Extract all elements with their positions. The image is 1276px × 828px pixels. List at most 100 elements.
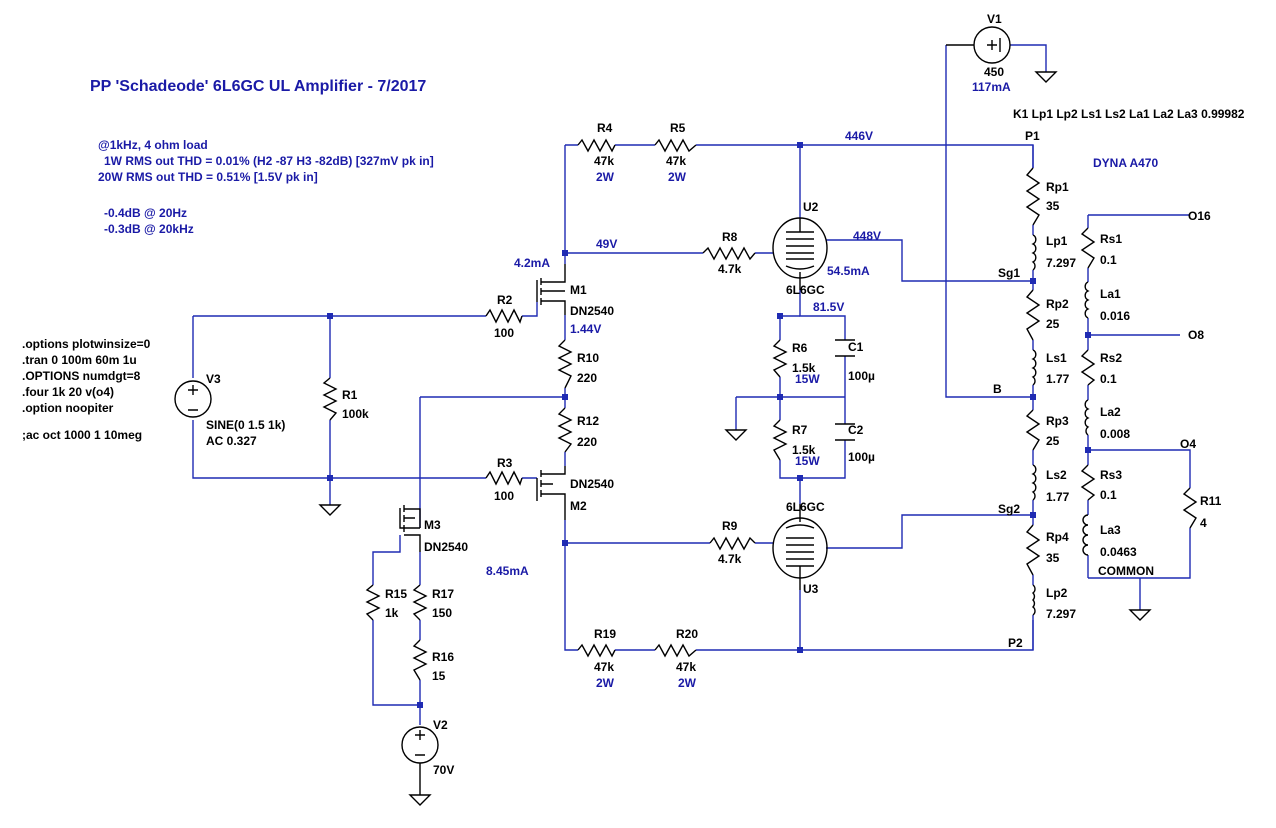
m2-model: DN2540 (570, 477, 615, 491)
v3-label: V3 (206, 372, 221, 386)
v3-ac: AC 0.327 (206, 434, 257, 448)
ls1-value: 1.77 (1046, 372, 1070, 386)
tubes (772, 217, 828, 590)
v1-value: 450 (984, 65, 1005, 79)
rp3-value: 25 (1046, 434, 1060, 448)
la3-symbol (1082, 514, 1089, 556)
r8-label: R8 (722, 230, 738, 244)
voltage-sources (174, 26, 1011, 795)
r2-value: 100 (494, 326, 515, 340)
net-label-sg1: Sg1 (998, 266, 1021, 280)
m2-current: 8.45mA (486, 564, 529, 578)
r6-symbol (772, 339, 788, 378)
m1-model: DN2540 (570, 304, 615, 318)
r7-value: 1.5k (792, 443, 816, 457)
r15-value: 1k (385, 606, 399, 620)
la3-value: 0.0463 (1100, 545, 1137, 559)
rp3-label: Rp3 (1046, 414, 1069, 428)
r9-value: 4.7k (718, 552, 742, 566)
r5-label: R5 (670, 121, 686, 135)
c1-symbol (835, 339, 855, 357)
rp3-symbol (1025, 409, 1041, 451)
junctions (327, 142, 1091, 708)
rs1-symbol (1080, 227, 1096, 269)
coupling-directive: K1 Lp1 Lp2 Ls1 Ls2 La1 La2 La3 0.99982 (1013, 107, 1245, 121)
grounds (318, 71, 1152, 806)
node-voltage: 1.44V (570, 322, 602, 336)
m3-label: M3 (424, 518, 441, 532)
lp1-symbol (1031, 234, 1037, 271)
rs1-label: Rs1 (1100, 232, 1123, 246)
spice-directive: .tran 0 100m 60m 1u (22, 353, 137, 367)
m1-symbol (536, 264, 566, 315)
r11-label: R11 (1200, 494, 1222, 508)
inductors (1031, 234, 1090, 616)
r19-symbol (577, 643, 616, 658)
note-line: -0.4dB @ 20Hz (104, 206, 188, 220)
ls2-symbol (1031, 464, 1037, 501)
r15-symbol (365, 584, 381, 621)
v3-value: SINE(0 1.5 1k) (206, 418, 286, 432)
r6-power: 15W (795, 372, 820, 386)
r5-symbol (654, 138, 697, 153)
rs2-symbol (1080, 349, 1096, 386)
v2-value: 70V (433, 763, 455, 777)
transformer-label: DYNA A470 (1093, 156, 1159, 170)
vertical-resistors (322, 167, 1198, 681)
v2-label: V2 (433, 718, 448, 732)
net-label-o4: O4 (1180, 437, 1197, 451)
lp2-value: 7.297 (1046, 607, 1077, 621)
r4-label: R4 (597, 121, 613, 135)
m3-symbol (399, 505, 421, 552)
spice-directive: .four 1k 20 v(o4) (22, 385, 115, 399)
la1-value: 0.016 (1100, 309, 1131, 323)
rs3-value: 0.1 (1100, 488, 1117, 502)
r9-label: R9 (722, 519, 738, 533)
note-line: 20W RMS out THD = 0.51% [1.5V pk in] (98, 170, 318, 184)
m1-label: M1 (570, 283, 587, 297)
net-label-p1: P1 (1025, 129, 1040, 143)
node-voltage: 81.5V (813, 300, 845, 314)
r17-label: R17 (432, 587, 455, 601)
rp4-symbol (1025, 524, 1041, 576)
r4-value: 47k (594, 154, 615, 168)
r12-symbol (557, 407, 573, 453)
r10-symbol (557, 339, 573, 389)
r20-label: R20 (676, 627, 699, 641)
v3-symbol (174, 380, 212, 418)
r1-value: 100k (342, 407, 369, 421)
la2-label: La2 (1100, 405, 1121, 419)
u3-model: 6L6GC (786, 500, 825, 514)
rs2-label: Rs2 (1100, 351, 1123, 365)
r12-value: 220 (577, 435, 598, 449)
u2-label: U2 (803, 200, 819, 214)
note-line: 1W RMS out THD = 0.01% (H2 -87 H3 -82dB)… (104, 154, 434, 168)
r5-value: 47k (666, 154, 687, 168)
net-label-o16: O16 (1188, 209, 1211, 223)
r8-value: 4.7k (718, 262, 742, 276)
rs3-label: Rs3 (1100, 468, 1123, 482)
wires (192, 44, 1191, 725)
rp2-value: 25 (1046, 317, 1060, 331)
r5-power: 2W (668, 170, 686, 184)
horizontal-resistors (485, 138, 756, 658)
r11-symbol (1182, 487, 1198, 529)
r1-label: R1 (342, 388, 358, 402)
rp1-label: Rp1 (1046, 180, 1069, 194)
net-label-b: B (993, 382, 1002, 396)
r1-symbol (322, 377, 338, 421)
r17-symbol (412, 584, 428, 621)
r7-label: R7 (792, 423, 808, 437)
rs1-value: 0.1 (1100, 253, 1117, 267)
r2-symbol (485, 308, 523, 324)
r16-label: R16 (432, 650, 455, 664)
c1-value: 100µ (848, 369, 875, 383)
r11-value: 4 (1200, 516, 1207, 530)
u2-model: 6L6GC (786, 283, 825, 297)
c2-symbol (835, 423, 855, 441)
spice-directive: .OPTIONS numdgt=8 (22, 369, 141, 383)
spice-directive: .option noopiter (22, 401, 114, 415)
m2-label: M2 (570, 499, 587, 513)
net-label-o8: O8 (1188, 328, 1205, 342)
